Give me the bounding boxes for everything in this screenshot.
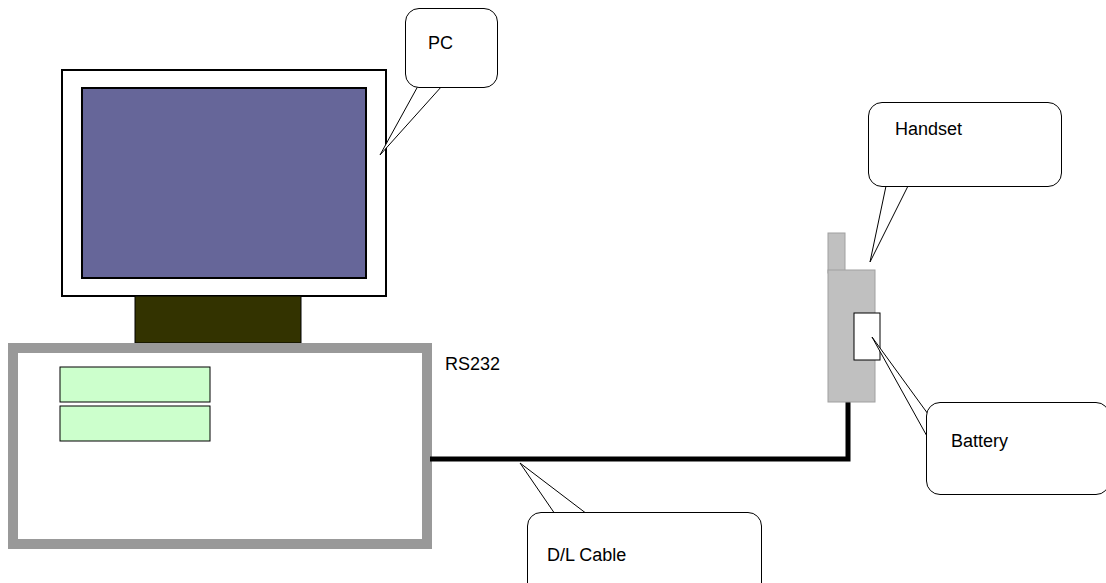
battery-pack: [854, 313, 880, 360]
callout-text: Handset: [895, 119, 1035, 141]
callout-text: D/L Cable: [547, 545, 742, 567]
callout-bubble: PC: [405, 8, 498, 88]
callout-bubble: Handset: [868, 102, 1062, 187]
callout-bubble: D/L Cable: [527, 512, 762, 583]
monitor-stand: [135, 296, 301, 343]
callout-bubble: Battery: [926, 402, 1106, 495]
callout-text: PC: [428, 33, 475, 55]
callout-text: Battery: [951, 431, 1085, 453]
callout-pointer: [872, 337, 928, 438]
pc-case: [13, 348, 427, 544]
drive-bay: [60, 406, 210, 441]
port-label: RS232: [445, 354, 500, 376]
drive-bay: [60, 367, 210, 402]
monitor-screen: [82, 88, 366, 278]
callout-pointer: [520, 463, 587, 514]
callout-pointer: [870, 186, 908, 262]
monitor-frame: [62, 70, 386, 296]
cable-line: [430, 392, 848, 459]
callout-pointer: [380, 86, 442, 155]
handset-antenna: [828, 233, 845, 273]
